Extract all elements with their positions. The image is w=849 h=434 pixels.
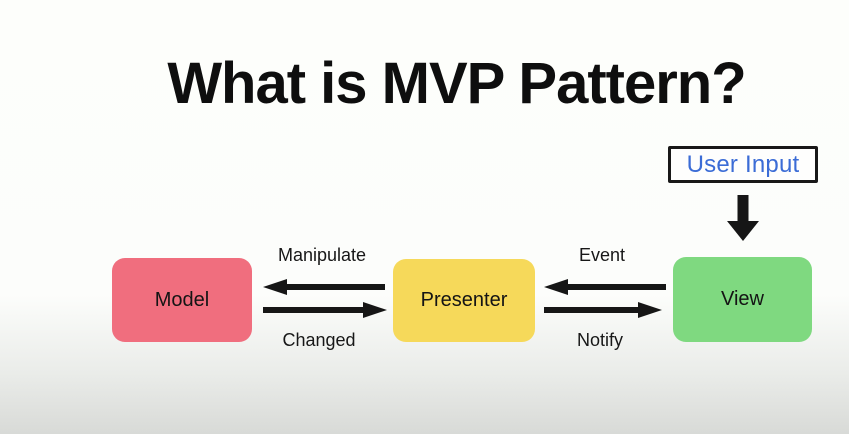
right-arrow-icon [544, 302, 662, 318]
arrow-model-to-presenter [263, 302, 387, 318]
right-arrow-icon [263, 302, 387, 318]
node-model: Model [112, 258, 252, 342]
node-presenter-label: Presenter [420, 289, 508, 311]
node-view-label: View [721, 288, 764, 310]
edge-label-manipulate: Manipulate [277, 245, 367, 265]
edge-label-event: Event [578, 245, 626, 265]
page-title: What is MVP Pattern? [167, 50, 746, 116]
node-presenter: Presenter [393, 259, 535, 342]
edge-label-notify: Notify [576, 330, 624, 350]
arrow-view-to-presenter [544, 279, 666, 295]
arrow-user-input-to-view [724, 195, 762, 241]
arrow-presenter-to-view [544, 302, 662, 318]
left-arrow-icon [263, 279, 385, 295]
left-arrow-icon [544, 279, 666, 295]
user-input-label: User Input [686, 150, 800, 178]
node-view: View [673, 257, 812, 342]
edge-label-changed: Changed [282, 330, 356, 350]
arrow-presenter-to-model [263, 279, 385, 295]
node-model-label: Model [154, 288, 210, 311]
down-arrow-icon [727, 195, 759, 241]
user-input-box: User Input [668, 146, 818, 183]
